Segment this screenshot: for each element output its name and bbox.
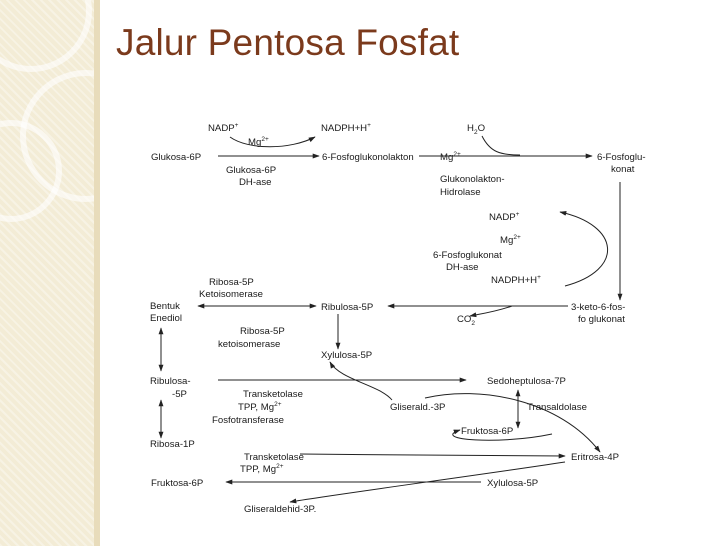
label-enz_6pgdh_1: 6-Fosfoglukonat [433,250,502,261]
label-keto_1: 3-keto-6-fos- [571,302,625,313]
arrow-gliserald-eritrosa [424,393,601,453]
label-nadp1: NADP+ [208,122,239,134]
label-enediol_1: Bentuk [150,301,180,312]
arrow-tk2-to-eritrosa [299,453,566,459]
arrow-nadp-cofactor [229,136,316,148]
label-enz_r5pki_1: Ribosa-5P [209,277,254,288]
label-xylulosa5p_bot: Xylulosa-5P [487,478,538,489]
label-fruktosa6p_r: Fruktosa-6P [461,426,513,437]
label-fruktosa6p_l: Fruktosa-6P [151,478,203,489]
label-enz_6pgdh_2: DH-ase [446,262,479,273]
label-enediol_2: Enediol [150,313,182,324]
label-gliseraldehid: Gliseraldehid-3P. [244,504,316,515]
label-glukosa6p: Glukosa-6P [151,152,201,163]
label-h2o: H2O [467,123,485,136]
arrow-fruktosa-curve [452,429,553,441]
label-enz_lakt_2: Hidrolase [440,187,481,198]
label-mg1: Mg2+ [248,136,269,148]
label-enz_tk2_1: Transketolase [244,452,304,463]
label-enz_r5pki2_2: ketoisomerase [218,339,280,350]
label-keto_2: fo glukonat [578,314,625,325]
arrow-xylulosa-curve [329,361,393,401]
label-xylulosa5p_top: Xylulosa-5P [321,350,372,361]
label-ribosa1p: Ribosa-1P [150,439,195,450]
label-nadph2: NADPH+H+ [491,274,541,286]
arrow-nadp2-cycle [559,210,609,287]
arrow-gliseraldehid-curve [289,461,566,504]
arrow-co2-release [469,305,513,318]
label-enz_tk1_1: Transketolase [243,389,303,400]
label-nadph1: NADPH+H+ [321,122,371,134]
label-nadp2: NADP+ [489,211,520,223]
label-sedoheptulosa: Sedoheptulosa-7P [487,376,566,387]
slide-title: Jalur Pentosa Fosfat [116,22,460,63]
label-gliserald3p: Gliserald.-3P [390,402,445,413]
arrow-h2o-cofactor [481,135,521,156]
label-transaldolase: Transaldolase [527,402,587,413]
label-enz_tk2_2: TPP, Mg2+ [240,463,284,475]
label-ribulosa_1: Ribulosa- [150,376,191,387]
label-fosfoglukonolakton: 6-Fosfoglukonolakton [322,152,414,163]
label-enz_r5pki2_1: Ribosa-5P [240,326,285,337]
label-enz_lakt_1: Glukonolakton- [440,174,505,185]
label-enz_r5pki_2: Ketoisomerase [199,289,263,300]
label-fosfoglukonat_1: 6-Fosfoglu- [597,152,646,163]
label-mg2: Mg2+ [440,151,461,163]
label-enz_g6pdh_1: Glukosa-6P [226,165,276,176]
decorative-sidebar [0,0,100,546]
label-eritrosa4p: Eritrosa-4P [571,452,619,463]
label-enz_ft: Fosfotransferase [212,415,284,426]
label-ribulosa_2: -5P [172,389,187,400]
label-fosfoglukonat_2: konat [611,164,635,175]
label-mg3: Mg2+ [500,234,521,246]
label-enz_tk1_2: TPP, Mg2+ [238,401,282,413]
label-enz_g6pdh_2: DH-ase [239,177,272,188]
label-co2: CO2 [457,314,475,327]
label-ribulosa5p: Ribulosa-5P [321,302,373,313]
